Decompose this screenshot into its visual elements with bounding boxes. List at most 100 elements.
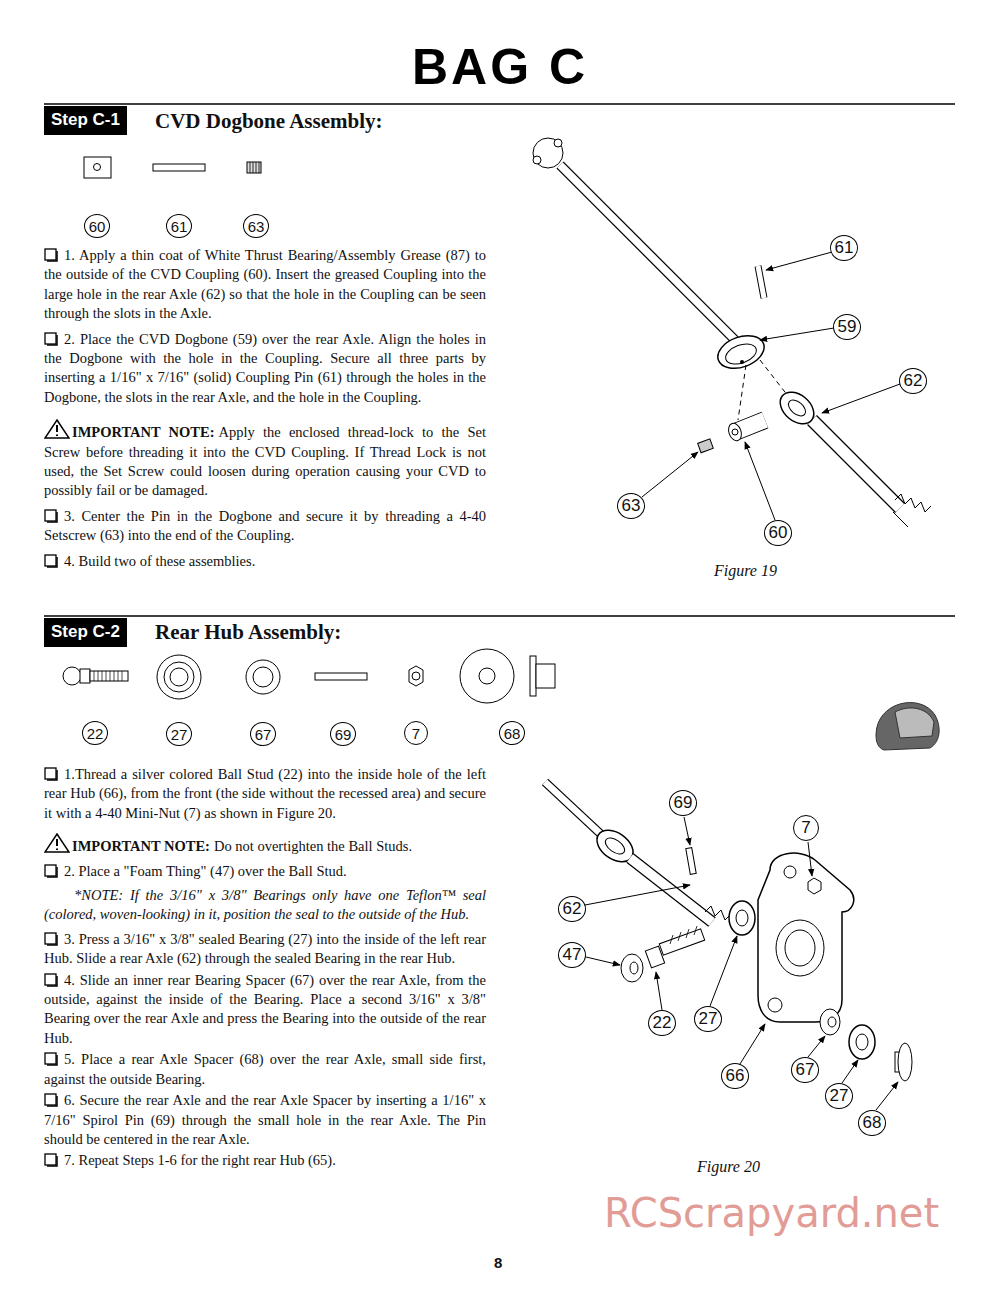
paragraph: IMPORTANT NOTE:Do not overtighten the Ba… bbox=[44, 833, 486, 856]
callout-circle: 62 bbox=[899, 368, 927, 394]
callout-circle: 27 bbox=[694, 1006, 722, 1032]
paragraph: 2. Place the CVD Dogbone (59) over the r… bbox=[44, 330, 486, 408]
callout-number: 67 bbox=[255, 726, 272, 743]
checkbox-icon bbox=[44, 554, 58, 568]
note-heading: IMPORTANT NOTE: bbox=[72, 838, 210, 854]
page-number: 8 bbox=[494, 1254, 502, 1271]
callout-number: 60 bbox=[769, 523, 788, 543]
callout-number: 63 bbox=[248, 218, 265, 235]
instruction-step: 7. Repeat Steps 1-6 for the right rear H… bbox=[64, 1152, 336, 1168]
callout-number: 7 bbox=[412, 725, 420, 742]
callout-circle: 69 bbox=[669, 790, 697, 816]
callout-number: 68 bbox=[863, 1113, 882, 1133]
callout-number: 69 bbox=[335, 726, 352, 743]
callout-number: 47 bbox=[563, 945, 582, 965]
step-label-box: Step C-2 bbox=[44, 618, 127, 647]
callout-circle: 60 bbox=[764, 520, 792, 546]
note-text: Do not overtighten the Ball Studs. bbox=[214, 838, 412, 854]
callout-circle: 27 bbox=[825, 1083, 853, 1109]
callout-number: 61 bbox=[835, 238, 854, 258]
instruction-step: 3. Press a 3/16" x 3/8" sealed Bearing (… bbox=[44, 931, 486, 966]
checkbox-icon bbox=[44, 767, 58, 781]
callout-circle: 7 bbox=[793, 815, 819, 841]
checkbox-icon bbox=[44, 1153, 58, 1167]
checkbox-icon bbox=[44, 932, 58, 946]
callout-number: 68 bbox=[504, 725, 521, 742]
instruction-step: 1.Thread a silver colored Ball Stud (22)… bbox=[44, 766, 486, 821]
paragraph: 4. Slide an inner rear Bearing Spacer (6… bbox=[44, 971, 486, 1049]
instruction-step: 3. Center the Pin in the Dogbone and sec… bbox=[44, 508, 486, 543]
instruction-step: 4. Build two of these assemblies. bbox=[64, 553, 255, 569]
instruction-step: 4. Slide an inner rear Bearing Spacer (6… bbox=[44, 972, 486, 1046]
page-title: BAG C bbox=[0, 38, 1000, 96]
instruction-column: 1.Thread a silver colored Ball Stud (22)… bbox=[44, 765, 486, 1171]
callout-number: 27 bbox=[171, 726, 188, 743]
callout-number: 22 bbox=[87, 725, 104, 742]
checkbox-icon bbox=[44, 332, 58, 346]
paragraph: *NOTE: If the 3/16" x 3/8" Bearings only… bbox=[44, 886, 486, 925]
warning-icon bbox=[44, 833, 70, 853]
checkbox-icon bbox=[44, 973, 58, 987]
callout-circle: 61 bbox=[166, 214, 192, 238]
callout-number: 27 bbox=[830, 1086, 849, 1106]
callout-circle: 61 bbox=[830, 235, 858, 261]
instruction-step: 2. Place a "Foam Thing" (47) over the Ba… bbox=[64, 863, 347, 879]
callout-number: 59 bbox=[838, 317, 857, 337]
callout-number: 67 bbox=[796, 1060, 815, 1080]
callout-circle: 27 bbox=[166, 722, 192, 746]
watermark: RCScrapyard.net bbox=[604, 1190, 939, 1236]
instruction-step: 5. Place a rear Axle Spacer (68) over th… bbox=[44, 1051, 486, 1086]
instruction-column: 1. Apply a thin coat of White Thrust Bea… bbox=[44, 246, 486, 571]
checkbox-icon bbox=[44, 1052, 58, 1066]
paragraph: 3. Press a 3/16" x 3/8" sealed Bearing (… bbox=[44, 930, 486, 969]
callout-circle: 22 bbox=[82, 721, 108, 745]
callout-number: 69 bbox=[674, 793, 693, 813]
callout-circle: 59 bbox=[833, 314, 861, 340]
callout-circle: 47 bbox=[558, 942, 586, 968]
paragraph: 5. Place a rear Axle Spacer (68) over th… bbox=[44, 1050, 486, 1089]
paragraph: 2. Place a "Foam Thing" (47) over the Ba… bbox=[44, 862, 486, 881]
paragraph: 4. Build two of these assemblies. bbox=[44, 552, 486, 571]
paragraph: 7. Repeat Steps 1-6 for the right rear H… bbox=[44, 1151, 486, 1170]
italic-note: *NOTE: If the 3/16" x 3/8" Bearings only… bbox=[44, 887, 486, 922]
callout-circle: 62 bbox=[558, 896, 586, 922]
step-label-box: Step C-1 bbox=[44, 106, 127, 135]
figure-caption: Figure 19 bbox=[714, 562, 777, 580]
paragraph: IMPORTANT NOTE:Apply the enclosed thread… bbox=[44, 419, 486, 501]
callout-number: 62 bbox=[904, 371, 923, 391]
callout-number: 22 bbox=[653, 1013, 672, 1033]
step-number: Step C-1 bbox=[51, 110, 120, 129]
note-heading: IMPORTANT NOTE: bbox=[72, 424, 215, 440]
checkbox-icon bbox=[44, 509, 58, 523]
callout-number: 60 bbox=[89, 218, 106, 235]
callout-circle: 22 bbox=[648, 1010, 676, 1036]
checkbox-icon bbox=[44, 864, 58, 878]
callout-number: 7 bbox=[801, 818, 810, 838]
paragraph: 3. Center the Pin in the Dogbone and sec… bbox=[44, 507, 486, 546]
callout-number: 63 bbox=[622, 496, 641, 516]
checkbox-icon bbox=[44, 1093, 58, 1107]
instruction-step: 1. Apply a thin coat of White Thrust Bea… bbox=[44, 247, 486, 321]
checkbox-icon bbox=[44, 248, 58, 262]
callout-number: 62 bbox=[563, 899, 582, 919]
section-heading: Rear Hub Assembly: bbox=[155, 620, 341, 645]
paragraph: 6. Secure the rear Axle and the rear Axl… bbox=[44, 1091, 486, 1149]
callout-circle: 67 bbox=[791, 1057, 819, 1083]
callout-number: 27 bbox=[699, 1009, 718, 1029]
callout-circle: 68 bbox=[858, 1110, 886, 1136]
callout-number: 66 bbox=[726, 1066, 745, 1086]
callout-circle: 66 bbox=[721, 1063, 749, 1089]
instruction-step: 2. Place the CVD Dogbone (59) over the r… bbox=[44, 331, 486, 405]
figure-caption: Figure 20 bbox=[697, 1158, 760, 1176]
callout-circle: 67 bbox=[250, 722, 276, 746]
section-heading: CVD Dogbone Assembly: bbox=[155, 109, 383, 134]
paragraph: 1. Apply a thin coat of White Thrust Bea… bbox=[44, 246, 486, 324]
callout-circle: 63 bbox=[243, 214, 269, 238]
callout-circle: 60 bbox=[84, 214, 110, 238]
paragraph: 1.Thread a silver colored Ball Stud (22)… bbox=[44, 765, 486, 823]
step-number: Step C-2 bbox=[51, 622, 120, 641]
callout-circle: 63 bbox=[617, 493, 645, 519]
callout-circle: 69 bbox=[330, 722, 356, 746]
callout-circle: 68 bbox=[499, 721, 525, 745]
